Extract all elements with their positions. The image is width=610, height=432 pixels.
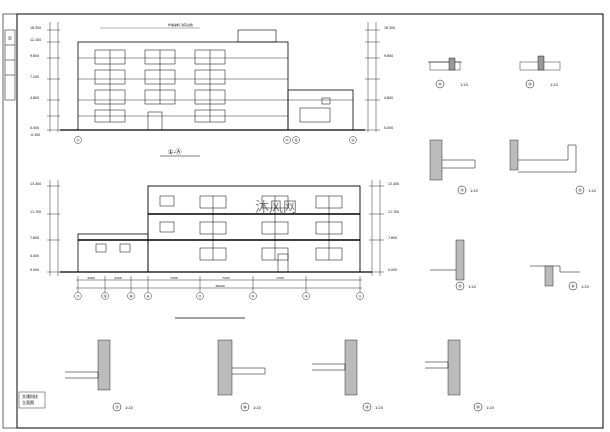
dim-3: 7200	[222, 276, 230, 280]
detail-5-num: ⑤	[458, 284, 462, 289]
detail-9-scale: 1:20	[375, 406, 383, 410]
detail-1: ① 1:20	[428, 57, 468, 89]
elev-left-0: 16.300	[30, 26, 41, 30]
detail-5-scale: 1:20	[468, 285, 476, 289]
sec-elev-4: 0.000	[30, 268, 39, 272]
dim-4: 7200	[276, 276, 284, 280]
detail-2: ② 1:20	[519, 55, 561, 89]
watermark: 沐风网	[255, 200, 297, 216]
sec-axis-3: ⑨	[146, 295, 149, 299]
axis-1: ①	[76, 139, 79, 143]
detail-1-num: ①	[438, 82, 442, 87]
detail-10: ⑩ 1:20	[425, 339, 494, 412]
sec-elev-r0: 13.400	[388, 182, 399, 186]
elev-left-6: -0.300	[30, 133, 40, 137]
elevation-title: ①-Ⓐ	[168, 148, 182, 156]
elev-right-4: 4.800	[384, 96, 393, 100]
dim-2: 7200	[170, 276, 178, 280]
sec-elev-0: 13.400	[30, 182, 41, 186]
sec-axis-5: ⑤	[251, 295, 254, 299]
dim-1: 4200	[114, 276, 122, 280]
elev-left-1: 12.100	[30, 38, 41, 42]
elev-left-5: 0.000	[30, 126, 39, 130]
axis-11: ⑪	[285, 138, 289, 143]
detail-8-num: ⑧	[243, 405, 247, 410]
sec-elev-1: 11.700	[30, 210, 41, 214]
detail-9: ⑨ 1:20	[312, 339, 383, 412]
detail-4-scale: 1:20	[588, 189, 596, 193]
title-block-project: 文通科技	[22, 393, 38, 399]
axis-A: Ⓐ	[351, 138, 355, 143]
elev-left-4: 4.800	[30, 96, 39, 100]
sec-axis-2: ⑭	[129, 294, 133, 299]
left-strip	[2, 13, 18, 429]
detail-2-num: ②	[528, 82, 532, 87]
elev-left-2: 9.600	[30, 54, 39, 58]
elev-right-0: 16.300	[384, 26, 395, 30]
detail-1-scale: 1:20	[460, 83, 468, 87]
detail-7-num: ⑦	[115, 405, 119, 410]
detail-8: ⑧ 1:20	[217, 339, 266, 412]
detail-8-scale: 1:20	[253, 406, 261, 410]
detail-7: ⑦ 1:20	[65, 339, 133, 412]
detail-6-scale: 1:20	[581, 285, 589, 289]
elevation-note: 外墙涂料 浅灰白色	[168, 22, 193, 27]
detail-2-scale: 1:20	[550, 83, 558, 87]
detail-3-num: ③	[460, 188, 464, 193]
dim-0: 4200	[87, 276, 95, 280]
detail-5: ⑤ 1:20	[430, 239, 476, 291]
detail-6: ⑥ 1:20	[530, 265, 589, 291]
elev-right-2: 9.600	[384, 54, 393, 58]
sec-elev-r2: 7.800	[388, 236, 397, 240]
detail-10-scale: 1:20	[486, 406, 494, 410]
axis-12: ⑫	[294, 138, 298, 143]
sec-elev-3: 4.000	[30, 254, 39, 258]
title-block-drawing: 立面图	[22, 399, 34, 405]
detail-6-num: ⑥	[571, 284, 575, 289]
sec-axis-6: ③	[304, 295, 307, 299]
sec-axis-1: ⑬	[103, 294, 107, 299]
title-block: ① 文通科技 立面图	[4, 29, 46, 409]
sec-elev-2: 7.800	[30, 236, 39, 240]
section-view: 4200 4200 7200 7200 7200 36000 13.400 11…	[30, 180, 399, 319]
sec-axis-4: ⑦	[198, 295, 201, 299]
detail-3-scale: 1:20	[470, 189, 478, 193]
elev-right-5: 0.000	[384, 126, 393, 130]
detail-4: ④ 1:20	[509, 139, 596, 195]
elev-left-3: 7.200	[30, 75, 39, 79]
title-block-sheet-no: ①	[8, 36, 13, 42]
detail-4-num: ④	[578, 188, 582, 193]
sec-elev-r1: 11.700	[388, 210, 399, 214]
sec-elev-r4: 0.000	[388, 268, 397, 272]
dim-total: 36000	[215, 284, 225, 288]
sec-axis-0: ⑦	[76, 295, 79, 299]
sec-axis-7: ①	[358, 295, 361, 299]
detail-3: ③ 1:20	[429, 139, 478, 195]
elevation-view: 16.300 12.100 9.600 7.200 4.800 0.000 -0…	[30, 22, 395, 157]
detail-7-scale: 1:20	[125, 406, 133, 410]
detail-10-num: ⑩	[476, 405, 480, 410]
detail-9-num: ⑨	[365, 405, 369, 410]
